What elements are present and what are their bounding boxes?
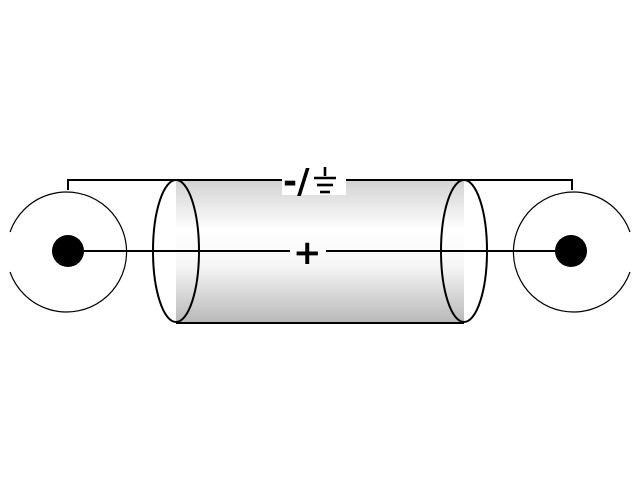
left-connector-pin (52, 235, 84, 267)
shield-label-background (282, 165, 346, 195)
right-connector (512, 191, 631, 313)
shield-wire (67, 179, 573, 190)
signal-label: + (293, 233, 322, 273)
shield-label-group: -/ (282, 162, 346, 202)
signal-label-group: + (293, 233, 322, 273)
cable-shield-fill (176, 180, 464, 323)
shield-wire-right (464, 179, 573, 190)
shield-wire-left (67, 179, 176, 190)
shield-label: -/ (283, 162, 310, 202)
ground-icon (314, 167, 336, 194)
right-connector-pin (555, 235, 587, 267)
